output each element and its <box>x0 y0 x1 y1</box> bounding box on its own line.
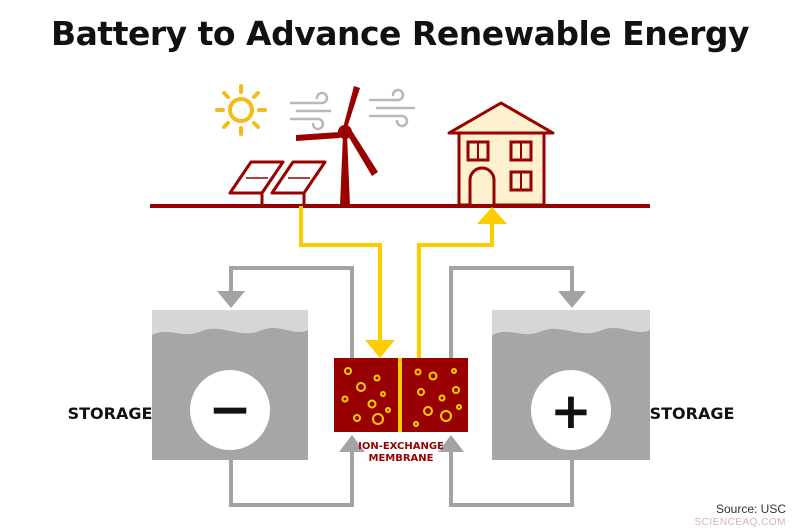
plus-sign: + <box>550 382 592 440</box>
storage-label-left: STORAGE <box>68 404 153 423</box>
wind-icon <box>289 88 416 131</box>
membrane-label-line1: ION-EXCHANGE <box>358 441 444 452</box>
minus-sign: − <box>208 380 252 440</box>
energy-arrows <box>365 207 507 358</box>
house-icon <box>447 101 555 207</box>
page-title: Battery to Advance Renewable Energy <box>51 14 749 53</box>
solar-panel-icon <box>228 160 327 206</box>
watermark: SCIENCEAQ.COM <box>694 517 786 528</box>
positive-storage-tank <box>492 310 650 460</box>
wind-turbine-icon <box>296 86 378 206</box>
pipe-arrows <box>217 291 586 452</box>
membrane-cell <box>334 358 468 432</box>
source-credit: Source: USC <box>715 502 786 516</box>
electrolyte-pipes <box>229 266 574 507</box>
membrane-label-line2: MEMBRANE <box>369 453 434 464</box>
energy-flow-lines <box>299 206 494 358</box>
storage-label-right: STORAGE <box>650 404 735 423</box>
negative-storage-tank <box>152 310 308 460</box>
sun-icon <box>215 84 267 136</box>
